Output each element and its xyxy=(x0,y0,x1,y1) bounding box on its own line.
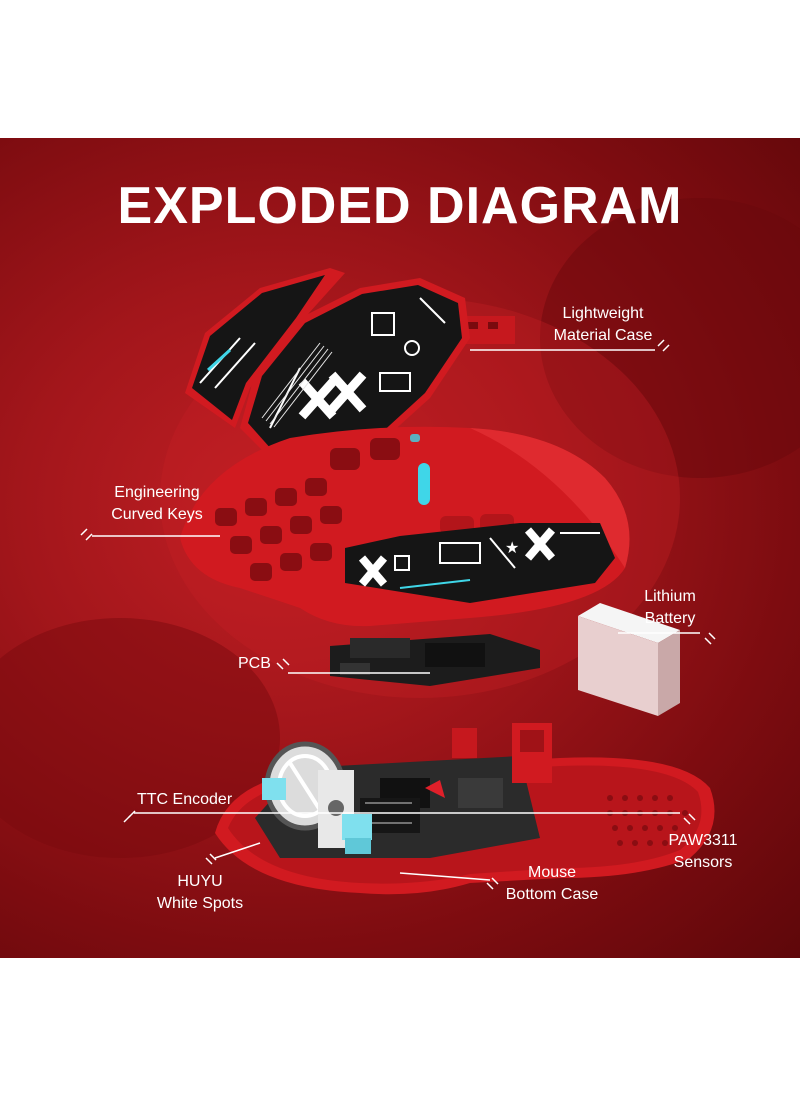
top-case-part xyxy=(185,268,515,463)
label-pcb: PCB xyxy=(238,655,271,672)
diagram-panel: EXPLODED DIAGRAM xyxy=(0,138,800,958)
x-logo-icon xyxy=(358,527,556,587)
label-battery: Lithium Battery xyxy=(644,588,696,627)
diagram-title: EXPLODED DIAGRAM xyxy=(117,177,683,235)
label-sensor: PAW3311 Sensors xyxy=(668,832,738,871)
pcb-part xyxy=(330,634,540,686)
label-encoder: TTC Encoder xyxy=(137,791,233,808)
label-case: Lightweight Material Case xyxy=(553,305,653,344)
label-switches: HUYU White Spots xyxy=(156,873,244,912)
leader-lines xyxy=(80,339,716,890)
battery-part xyxy=(578,603,680,716)
exploded-mouse-illustration: ★ xyxy=(80,268,716,895)
svg-text:★: ★ xyxy=(505,538,519,557)
x-logo-icon xyxy=(298,371,367,420)
label-bottom: Mouse Bottom Case xyxy=(505,864,599,903)
bottom-case-part xyxy=(215,723,715,895)
mouse-body-part: ★ xyxy=(180,426,630,627)
label-keys: Engineering Curved Keys xyxy=(111,484,203,523)
